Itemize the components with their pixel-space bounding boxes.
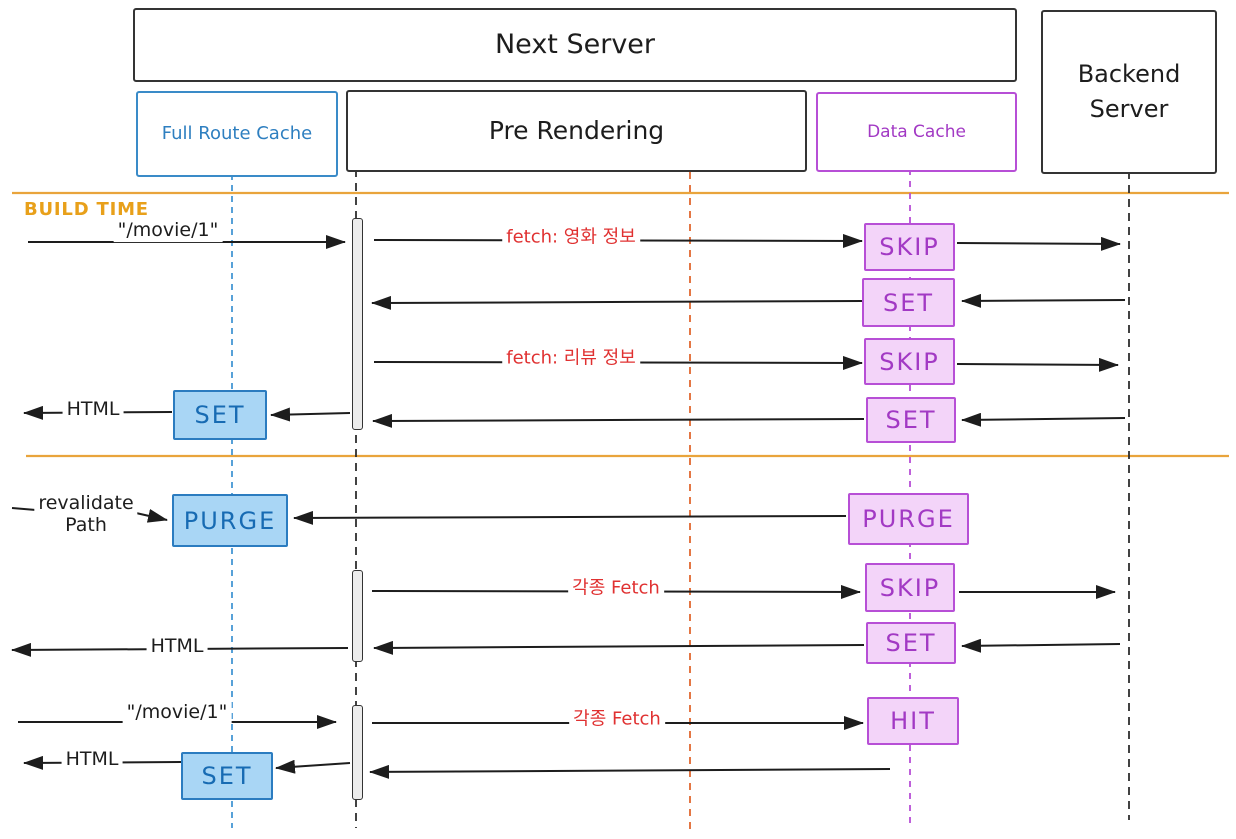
cache-op-hit: HIT: [867, 697, 959, 745]
message-arrow: [371, 295, 863, 310]
activation-bar: [352, 218, 363, 430]
participant-label: Backend Server: [1077, 60, 1181, 123]
cache-op-set: SET: [181, 752, 273, 800]
participant-pre-rendering: Pre Rendering: [346, 90, 807, 172]
message-label: fetch: 영화 정보: [502, 227, 640, 249]
message-arrow: [135, 508, 168, 523]
message-label: revalidate Path: [34, 492, 138, 537]
message-arrow: [956, 357, 1119, 372]
cache-op-skip: SKIP: [864, 338, 955, 385]
message-label: 각종 Fetch: [568, 578, 664, 600]
cache-op-set: SET: [862, 278, 955, 327]
participant-label: Next Server: [494, 29, 656, 61]
message-label: HTML: [62, 398, 124, 421]
message-arrow: [270, 407, 351, 422]
message-arrow: [11, 507, 37, 511]
participant-full-route-cache: Full Route Cache: [136, 91, 338, 177]
message-label: "/movie/1": [122, 701, 232, 724]
activation-bar: [352, 705, 363, 800]
participant-data-cache: Data Cache: [816, 92, 1017, 172]
message-arrow: [372, 413, 865, 428]
message-label: fetch: 리뷰 정보: [502, 348, 640, 370]
cache-op-purge: PURGE: [172, 494, 288, 547]
cache-op-set: SET: [866, 397, 956, 443]
message-arrow: [373, 640, 865, 655]
message-arrow: [293, 510, 847, 525]
participant-label: Data Cache: [867, 121, 966, 142]
participant-next-server: Next Server: [133, 8, 1017, 82]
message-arrow: [275, 759, 351, 774]
message-arrow: [369, 764, 891, 779]
participant-label: Full Route Cache: [161, 122, 313, 144]
activation-bar: [352, 570, 363, 662]
participant-backend-server: Backend Server: [1041, 10, 1217, 174]
message-arrow: [956, 236, 1121, 251]
cache-op-set: SET: [173, 390, 267, 440]
message-label: 각종 Fetch: [569, 709, 665, 731]
message-label: "/movie/1": [113, 219, 223, 242]
message-arrow: [961, 412, 1126, 427]
participant-label: Pre Rendering: [488, 115, 665, 145]
cache-op-skip: SKIP: [865, 563, 955, 612]
cache-op-skip: SKIP: [864, 223, 955, 271]
cache-op-set: SET: [866, 622, 956, 664]
cache-op-purge: PURGE: [848, 493, 969, 545]
message-label: HTML: [146, 635, 208, 658]
message-arrow: [961, 293, 1126, 308]
section-label-build-time: BUILD TIME: [24, 199, 149, 220]
message-arrow: [961, 638, 1121, 653]
message-label: HTML: [61, 748, 123, 771]
